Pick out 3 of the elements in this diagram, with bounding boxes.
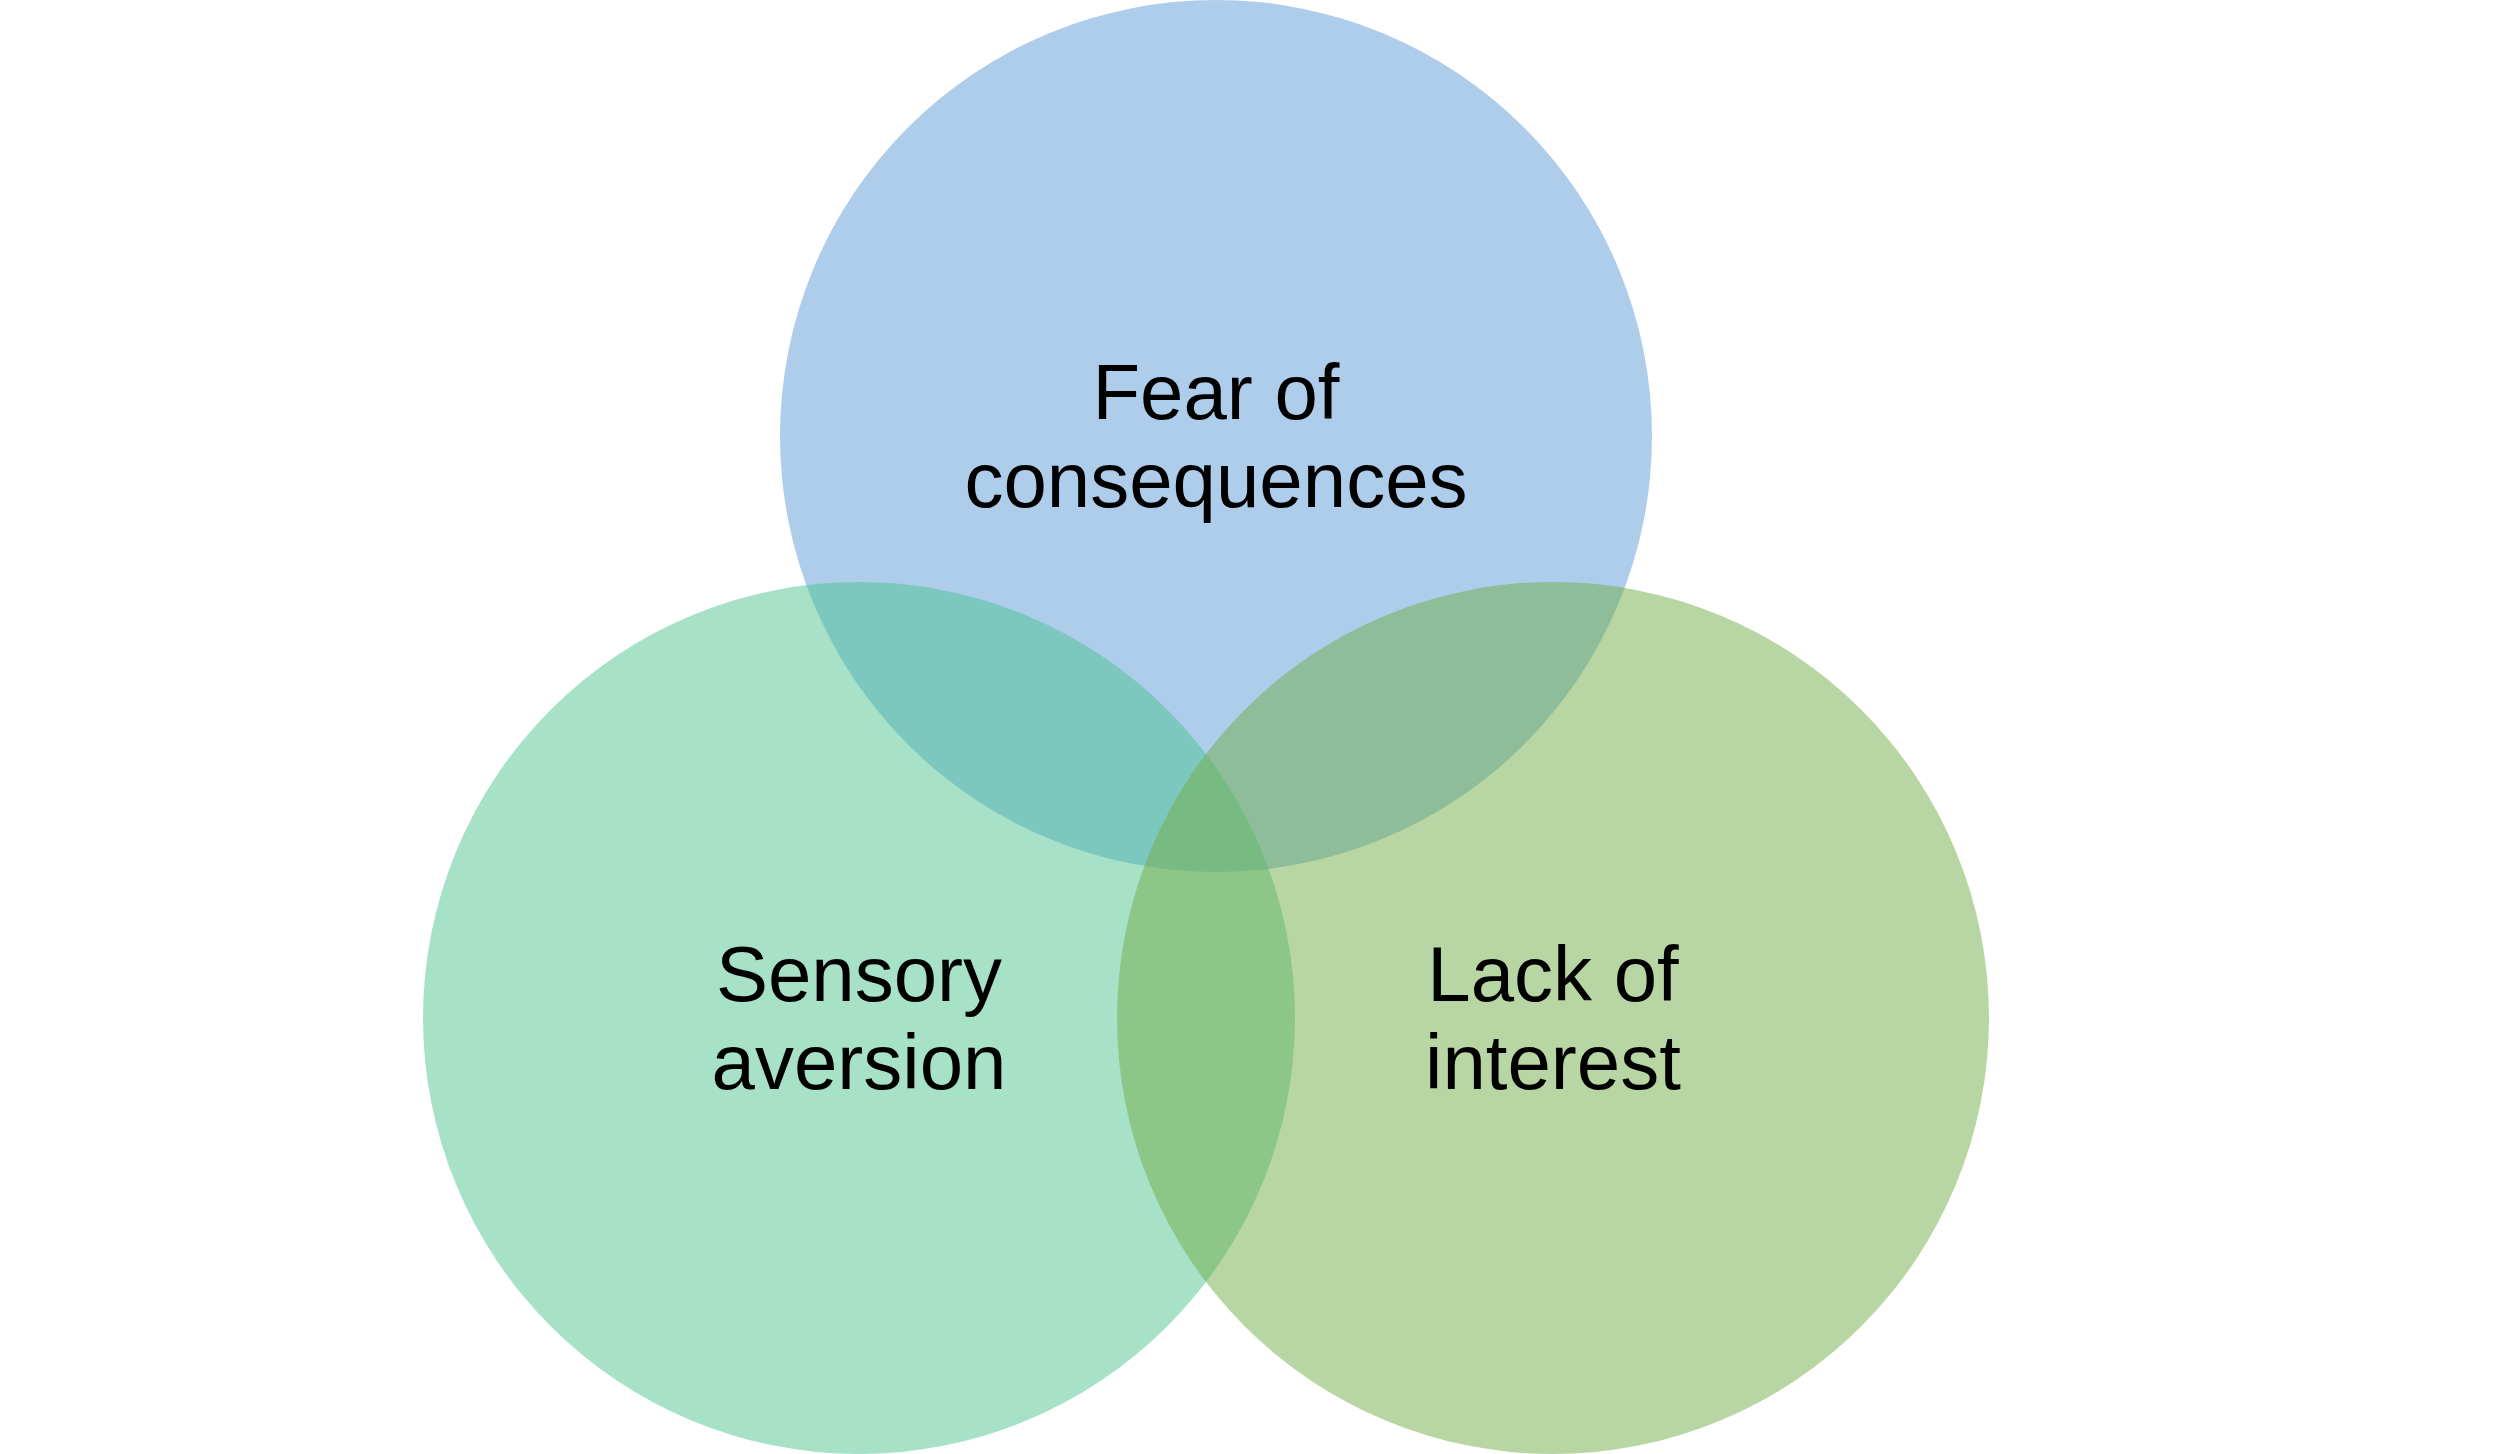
circle-label: Lack of interest — [1424, 930, 1682, 1106]
circle-label: Fear of consequences — [963, 348, 1469, 524]
circle-label: Sensory aversion — [710, 930, 1008, 1106]
